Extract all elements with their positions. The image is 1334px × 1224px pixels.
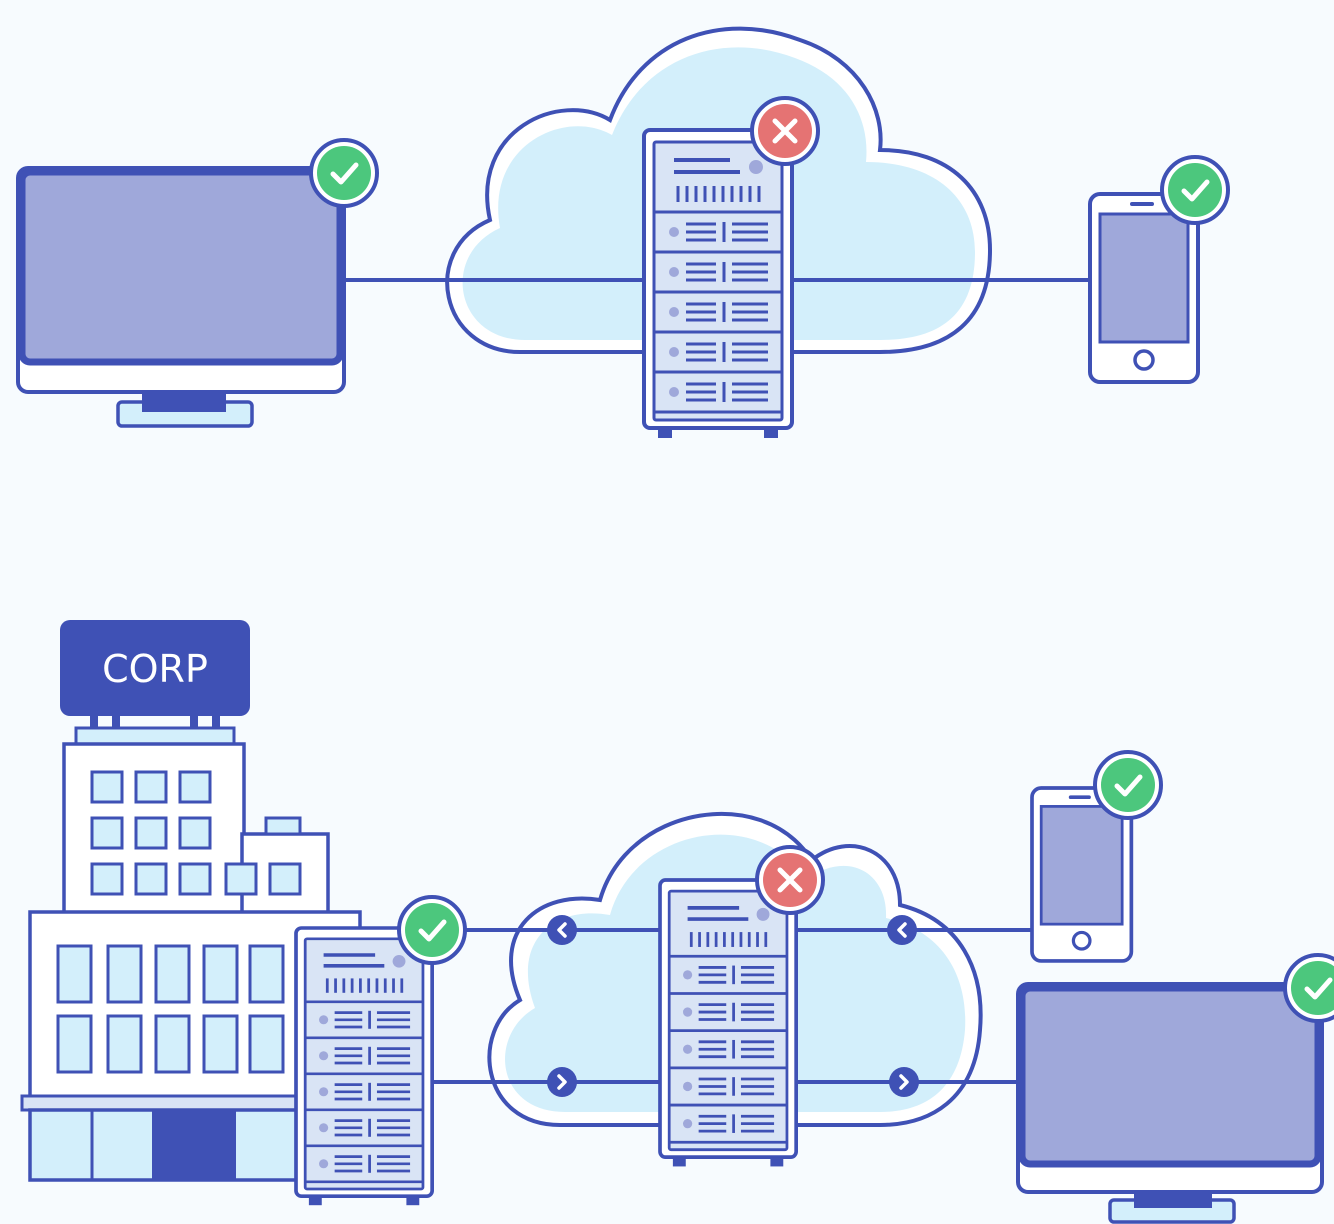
status-ok-icon <box>311 140 377 206</box>
office-building-icon: CORP <box>20 620 362 1182</box>
status-ok-icon <box>1285 955 1334 1021</box>
top-scenario <box>16 26 1228 438</box>
chevron-left-icon <box>887 915 917 945</box>
corp-sign-text: CORP <box>102 647 208 691</box>
corp-sign: CORP <box>60 620 250 730</box>
status-error-icon <box>752 98 818 164</box>
server-rack-icon <box>660 880 796 1166</box>
chevron-right-icon <box>547 1067 577 1097</box>
status-ok-icon <box>1162 157 1228 223</box>
status-error-icon <box>757 847 823 913</box>
desktop-monitor-icon <box>1016 982 1324 1224</box>
desktop-monitor-icon <box>16 166 346 428</box>
server-rack-icon <box>296 928 432 1205</box>
status-ok-icon <box>1095 752 1161 818</box>
server-rack-icon <box>644 130 792 438</box>
status-ok-icon <box>399 897 465 963</box>
chevron-right-icon <box>889 1067 919 1097</box>
chevron-left-icon <box>547 915 577 945</box>
bottom-scenario: CORP <box>20 620 1334 1224</box>
